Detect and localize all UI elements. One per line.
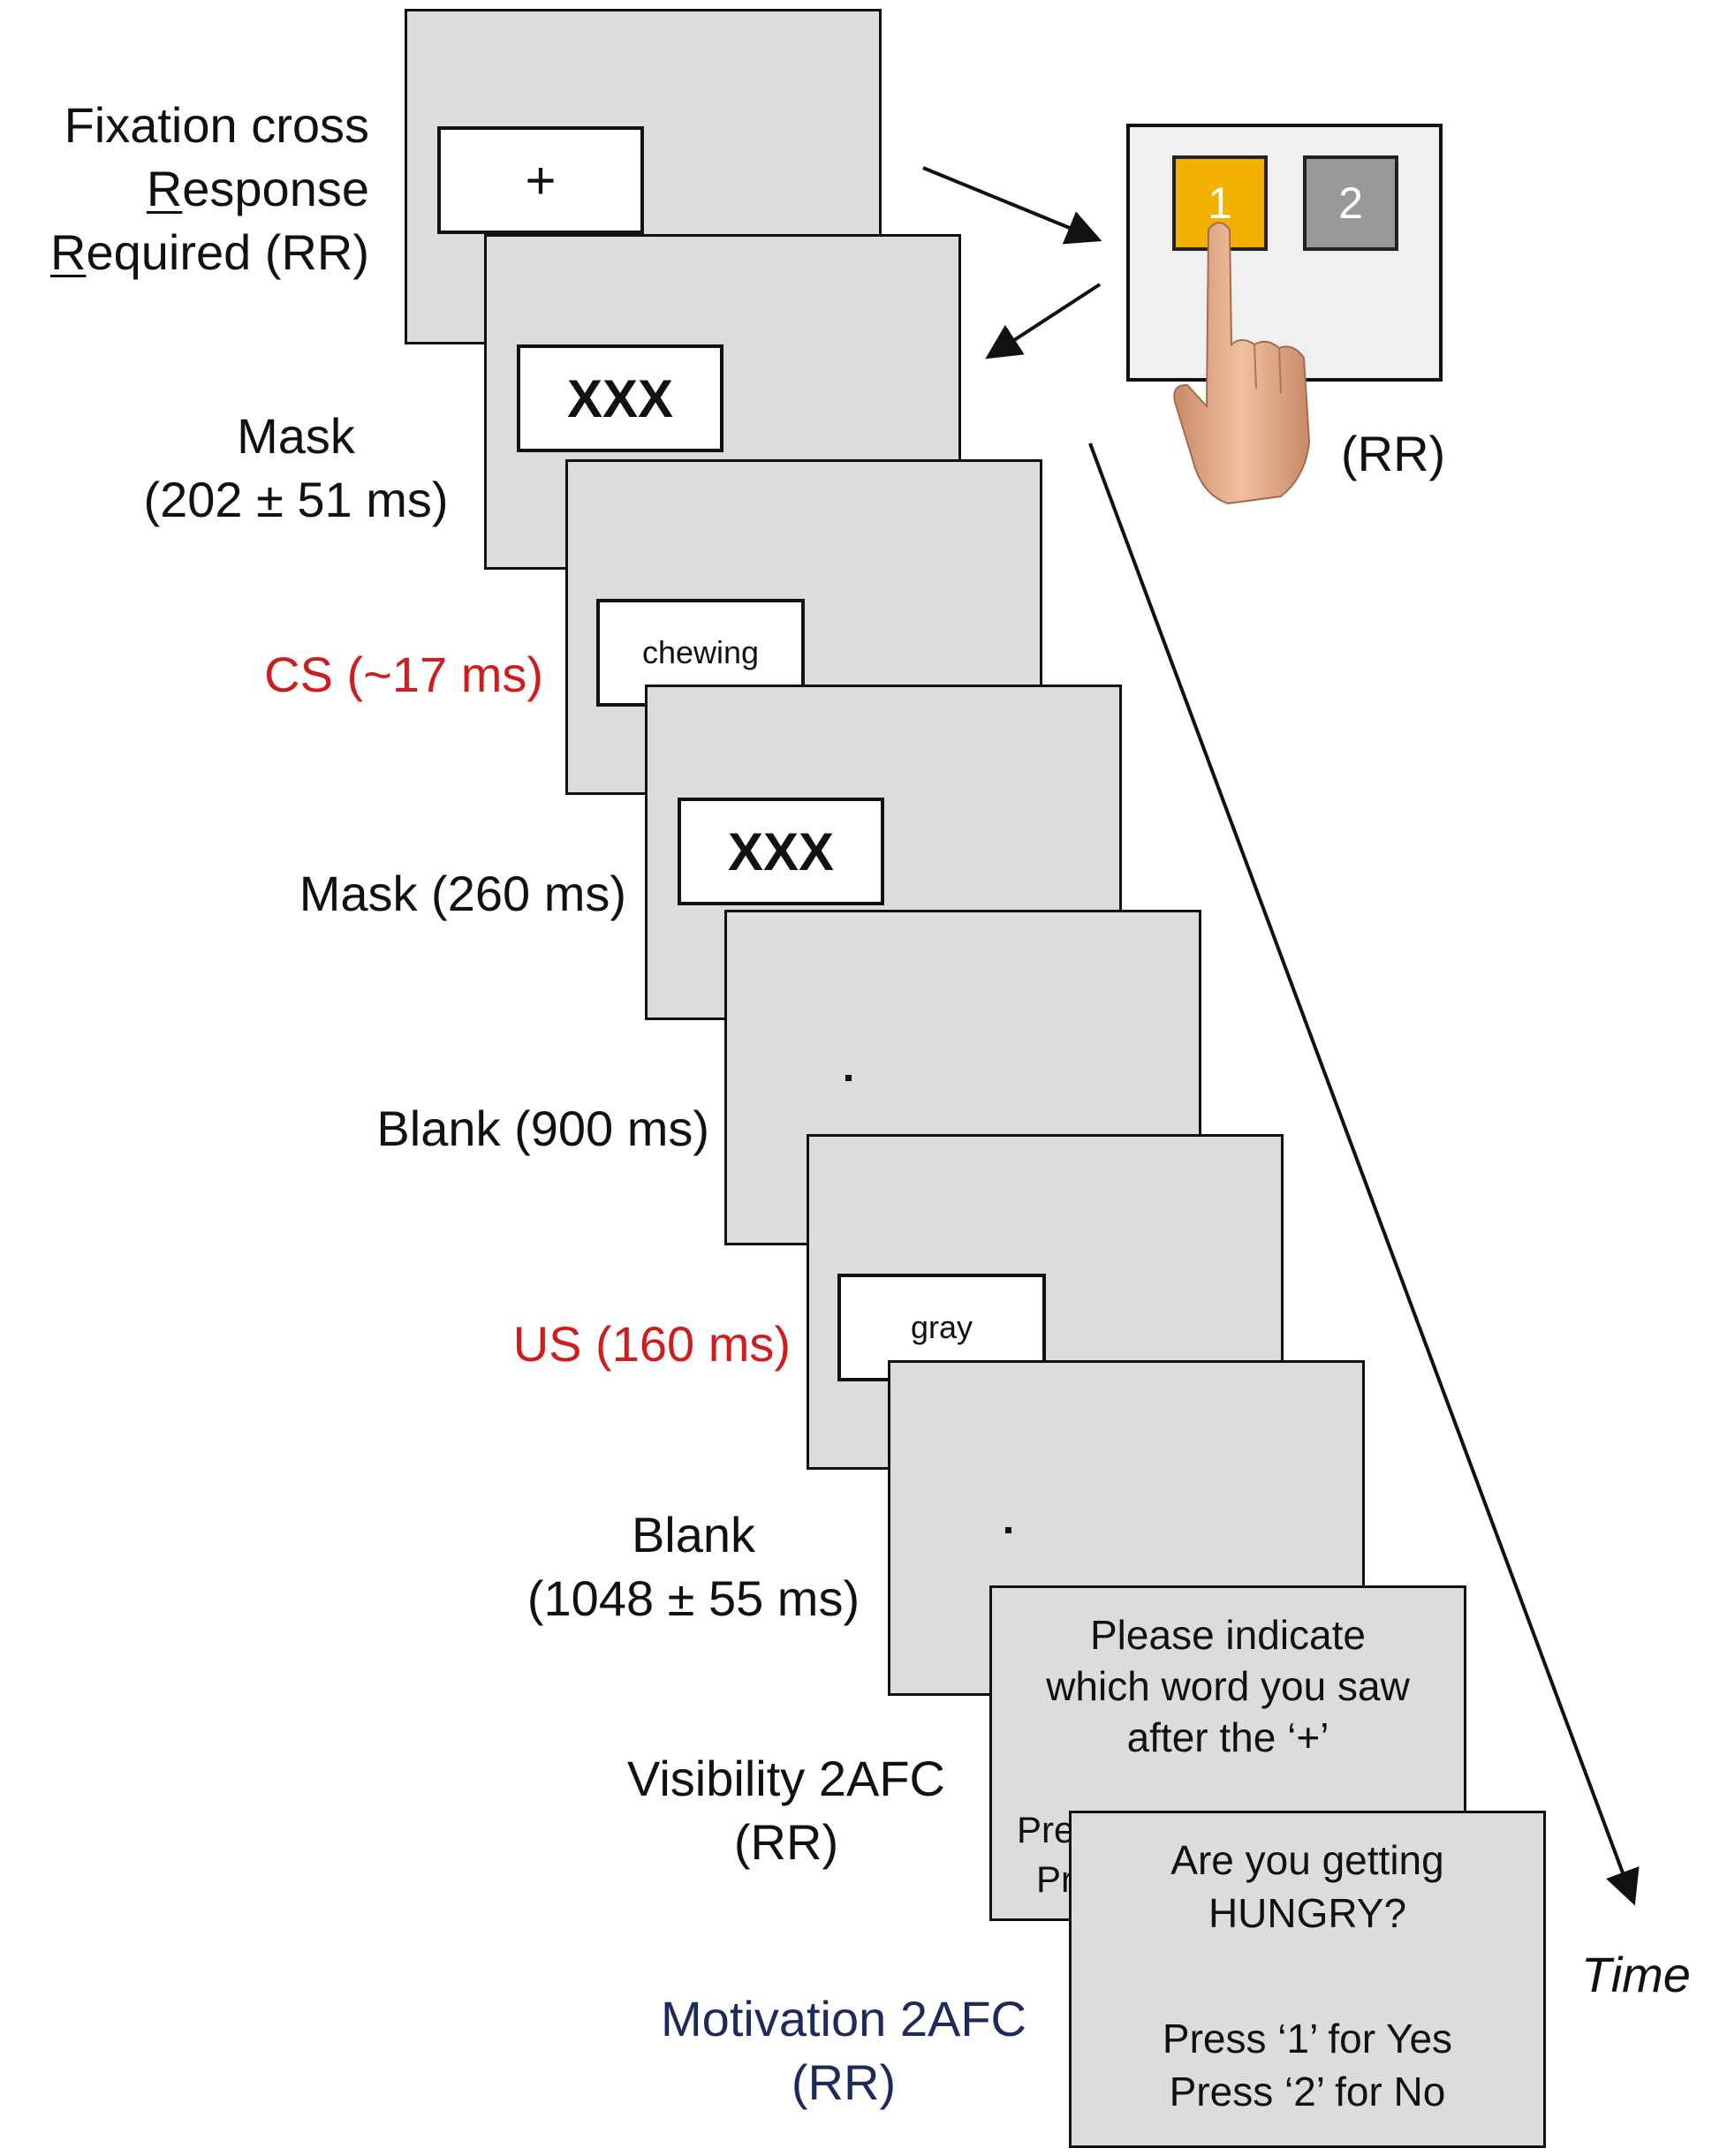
label-fixation-line-3: Required (RR) (49, 224, 369, 280)
label-cs: CS (~17 ms) (264, 647, 543, 702)
label-fixation-line-2: Response (146, 161, 369, 216)
visibility-partial-line-1: Pre (1017, 1809, 1075, 1850)
key-2: 2 (1303, 155, 1398, 251)
label-us: US (160 ms) (512, 1316, 791, 1372)
mask-box-1: XXX (517, 344, 723, 452)
visibility-partial-line-2: Pr (1036, 1858, 1073, 1900)
label-motivation: Motivation 2AFC (RR) (636, 1987, 1051, 2114)
fixation-cross: + (525, 150, 557, 210)
motivation-line-4: Press ‘1’ for Yes (1162, 2016, 1453, 2061)
label-rr-keypad: (RR) (1341, 426, 1446, 481)
blank-dot-1 (845, 1075, 852, 1081)
label-fixation-line-1: Fixation cross (64, 97, 369, 153)
label-blank-1: Blank (900 ms) (376, 1101, 709, 1156)
label-mask-1-line-2: (202 ± 51 ms) (143, 472, 449, 527)
label-time: Time (1581, 1947, 1691, 2002)
cs-word: chewing (641, 634, 760, 670)
mask-text-2: XXX (727, 821, 835, 881)
us-word: gray (910, 1309, 973, 1345)
time-arrow (1088, 443, 1640, 1906)
motivation-line-2: HUNGRY? (1208, 1890, 1407, 1936)
label-visibility-line-1: Visibility 2AFC (627, 1751, 945, 1806)
key-1-label: 1 (1208, 178, 1232, 228)
label-mask-1: Mask (202 ± 51 ms) (115, 405, 477, 532)
label-blank-2: Blank (1048 ± 55 ms) (495, 1503, 892, 1630)
visibility-prompt-line-3: after the ‘+’ (1126, 1714, 1329, 1760)
label-motivation-line-1: Motivation 2AFC (661, 1991, 1026, 2046)
arrow-from-keypad (985, 283, 1102, 359)
visibility-prompt-line-1: Please indicate (1090, 1612, 1366, 1658)
label-fixation: Fixation cross Response Required (RR) (50, 94, 369, 284)
label-blank-2-line-1: Blank (631, 1507, 756, 1562)
pressing-hand-icon (1173, 222, 1311, 505)
visibility-prompt-line-2: which word you saw (1046, 1663, 1410, 1709)
motivation-line-5: Press ‘2’ for No (1169, 2069, 1446, 2114)
label-visibility: Visibility 2AFC (RR) (592, 1747, 981, 1874)
label-motivation-line-2: (RR) (791, 2054, 897, 2110)
label-mask-1-line-1: Mask (237, 408, 355, 464)
response-keypad-panel: 1 2 (1126, 124, 1443, 382)
mask-text-1: XXX (566, 368, 674, 428)
motivation-line-1: Are you getting (1170, 1837, 1444, 1883)
screen-motivation: Are you getting HUNGRY? Press ‘1’ for Ye… (1069, 1811, 1546, 2148)
label-blank-2-line-2: (1048 ± 55 ms) (526, 1570, 860, 1626)
mask-box-2: XXX (678, 798, 884, 905)
blank-dot-2 (1005, 1527, 1011, 1533)
label-mask-2: Mask (260 ms) (299, 866, 626, 921)
key-2-label: 2 (1338, 178, 1363, 228)
fixation-box: + (437, 126, 644, 234)
arrow-to-keypad (922, 166, 1102, 245)
label-visibility-line-2: (RR) (733, 1814, 839, 1870)
